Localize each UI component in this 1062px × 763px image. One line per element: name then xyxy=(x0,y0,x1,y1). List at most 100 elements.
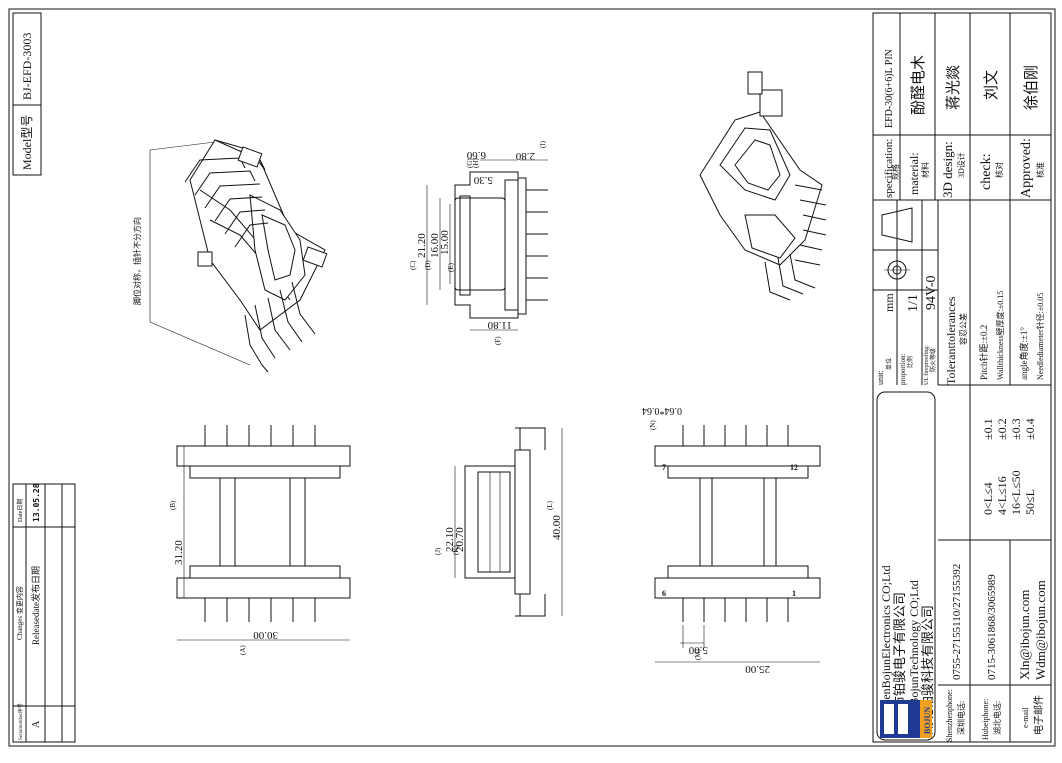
dim-k-label: (K) xyxy=(452,545,460,555)
model-label: Model型号 xyxy=(20,115,34,170)
dim-l-label: (L) xyxy=(546,500,554,510)
changes-row-date: 13.05.28 xyxy=(32,483,41,522)
dim-f: 11.80 xyxy=(487,319,512,331)
dim-i: 2.80 xyxy=(515,150,535,162)
back-view: 7 12 6 1 0.64*0.64 (N) 5.00 (M) 25.00 xyxy=(642,405,821,675)
changes-header-change: Changes 变更内容 xyxy=(15,586,24,640)
check-label-cn: 核对 xyxy=(994,162,1004,178)
bojun-logo: BOJUN xyxy=(880,700,932,738)
sz-label-cn: 深圳电话: xyxy=(956,701,966,735)
approved-value: 徐伯刚 xyxy=(1023,65,1040,110)
dim-e: 15.00 xyxy=(439,230,451,255)
model-box: Model型号 BJ-EFD-3003 xyxy=(12,12,42,176)
tol-pitch: Pitch针距:±0.2 xyxy=(978,325,989,380)
iso-note: 脚位对称，插针不分方向 xyxy=(132,217,142,305)
dim-e-label: (E) xyxy=(447,262,455,272)
hb-label-cn: 湖北电话: xyxy=(992,701,1002,735)
material-label: material: xyxy=(907,152,921,195)
tol-range-3: 50≤L xyxy=(1023,489,1037,515)
dim-a-label: (A) xyxy=(239,645,247,655)
spec-label: specification: xyxy=(883,139,895,198)
dim-c-label: (C) xyxy=(409,260,417,270)
dim-m: 5.00 xyxy=(688,644,708,656)
pin-1: 1 xyxy=(792,589,796,598)
tol-value-1: ±0.2 xyxy=(995,418,1009,440)
proportion-label-cn: 比例 xyxy=(906,356,914,368)
dim-d: 16.00 xyxy=(429,233,441,258)
design-label-cn: 3D设计 xyxy=(956,152,966,178)
tol-title: Toleranttolerances xyxy=(944,296,958,385)
ul-label-cn: 防火等级 xyxy=(929,348,937,372)
changes-header-serial: Serialnumber序号 xyxy=(17,703,24,740)
tol-value-0: ±0.1 xyxy=(981,418,995,440)
dim-b: 31.20 xyxy=(173,540,185,565)
dim-d-label: (D) xyxy=(424,260,432,270)
tol-value-3: ±0.4 xyxy=(1023,418,1037,440)
tol-value-2: ±0.3 xyxy=(1009,418,1023,440)
dim-g-label: (G) xyxy=(466,158,474,168)
design-value: 蒋光燚 xyxy=(945,65,962,110)
pin-6: 6 xyxy=(662,589,666,598)
check-value: 刘文 xyxy=(983,70,1000,100)
front-view: 31.20 (B) 30.00 (A) xyxy=(169,425,351,655)
design-label: 3D design: xyxy=(940,141,955,198)
changes-header-date: Date日期 xyxy=(16,499,24,522)
isometric-view-right xyxy=(699,71,827,301)
dim-i-label: (I) xyxy=(539,140,547,148)
isometric-view-left: 脚位对称，插针不分方向 xyxy=(132,139,328,373)
unit-label-cn: 单位 xyxy=(885,358,893,370)
company-cn1: 深圳市铂骏电子有限公司 xyxy=(892,592,907,735)
ul-label: UL fireproofing: xyxy=(923,345,930,385)
dim-c: 21.20 xyxy=(416,233,428,258)
proportion-label: proportion: xyxy=(899,353,907,385)
material-label-cn: 材料 xyxy=(920,162,930,178)
logo-text: BOJUN xyxy=(923,707,932,734)
pin-12: 12 xyxy=(790,463,798,472)
proportion-value: 1/1 xyxy=(906,294,921,312)
tol-wall: Wallthickness壁厚度:±0.15 xyxy=(995,291,1005,380)
tol-title-cn: 容忍公差 xyxy=(958,313,968,345)
mail-2: Wdm@ibojun.com xyxy=(1033,580,1048,680)
approved-label-cn: 核准 xyxy=(1035,162,1045,178)
company-en1: ShenzhenBojunElectronics CO;Ltd xyxy=(879,565,893,735)
spec-label-cn: 规格 xyxy=(890,164,900,180)
tol-range-2: 16<L≤50 xyxy=(1009,470,1023,515)
title-block: specification: 规格 EFD-30(6+6)L PIN mater… xyxy=(872,12,1052,743)
side-view-bottom: 22.10 (J) 20.70 (K) 40.00 (L) xyxy=(434,427,563,617)
ul-value: 94V-0 xyxy=(924,276,939,311)
sheet-border xyxy=(8,8,1056,747)
unit-label: unit: xyxy=(876,370,885,385)
model-value: BJ-EFD-3003 xyxy=(20,33,34,100)
tol-needle: Needlediameter针径:±0.05 xyxy=(1035,293,1045,380)
mail-1: Xln@ibojun.com xyxy=(1017,590,1032,680)
tol-range-1: 4<L≤16 xyxy=(995,476,1009,515)
dim-total: 25.00 xyxy=(745,663,770,675)
changes-row-serial: A xyxy=(31,720,42,728)
material-value: 酚醛电木 xyxy=(910,55,927,115)
changes-row-change: Releasedate发布日期 xyxy=(30,566,41,645)
dim-b-label: (B) xyxy=(169,500,177,510)
company-en2: HubeiBojunTechnology CO;Ltd xyxy=(907,580,921,735)
dim-g: 6.60 xyxy=(466,149,486,161)
dim-k: 20.70 xyxy=(454,527,466,552)
tol-range-0: 0<L≤4 xyxy=(981,482,995,515)
side-view-top: 21.20 (C) 16.00 (D) 15.00 (E) 6.60 (G) 5… xyxy=(409,140,548,345)
check-label: check: xyxy=(979,153,994,190)
dim-n: 0.64*0.64 xyxy=(642,405,682,416)
approved-label: Approved: xyxy=(1019,138,1034,198)
hb-value: 0715-3061868/3065989 xyxy=(986,574,998,680)
mail-label-cn: 电子邮件 xyxy=(1032,695,1045,735)
dim-m-label: (M) xyxy=(694,648,702,660)
sz-value: 0755-27155110/27155392 xyxy=(951,564,963,680)
pin-7: 7 xyxy=(662,463,666,472)
dim-n-label: (N) xyxy=(649,420,657,430)
sz-label: Shenzhenphone: xyxy=(945,689,954,742)
dim-a: 30.00 xyxy=(253,629,278,641)
dim-j: 22.10 xyxy=(444,527,456,552)
tol-angle: angle角度:±1° xyxy=(1018,327,1029,380)
mail-label: e-mail xyxy=(1021,707,1030,728)
dim-j-label: (J) xyxy=(434,547,442,555)
hb-label: Hubeiphone: xyxy=(981,699,990,740)
